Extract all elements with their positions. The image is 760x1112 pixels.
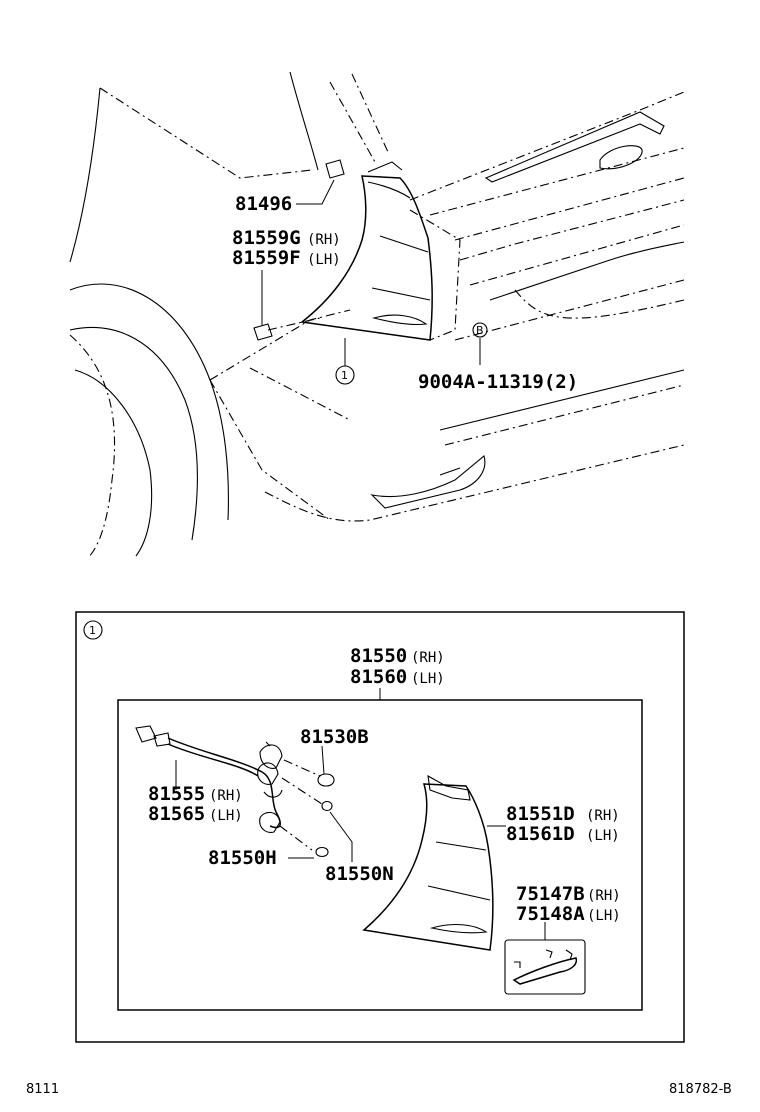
callout-81496: 81496 <box>235 193 292 215</box>
callout-81559g-suffix: (RH) <box>307 232 341 248</box>
callout-81555: 81555 <box>148 783 205 805</box>
callout-81530b: 81530B <box>300 726 369 748</box>
callout-81550-suffix: (RH) <box>411 650 445 666</box>
callout-81561d: 81561D <box>506 823 575 845</box>
callout-75147b-suffix: (RH) <box>587 888 621 904</box>
lens-illustration <box>362 774 494 951</box>
callout-75148a-suffix: (LH) <box>587 908 621 924</box>
callout-81551d: 81551D <box>506 803 575 825</box>
circle-ref-1-text: 1 <box>341 369 348 382</box>
callout-81550: 81550 <box>350 645 407 667</box>
detail-leader-lines <box>175 745 546 940</box>
callout-81559g: 81559G <box>232 227 301 249</box>
detail-frame-outer <box>75 611 685 1043</box>
callout-81559f-suffix: (LH) <box>307 252 341 268</box>
callout-81559f: 81559F <box>232 247 301 269</box>
socket-harness-illustration <box>135 725 335 858</box>
callout-81560: 81560 <box>350 666 407 688</box>
reflector-inset <box>504 939 586 995</box>
callout-75148a: 75148A <box>516 903 585 925</box>
callout-75147b: 75147B <box>516 883 585 905</box>
circle-ref-1-upper: 1 <box>335 365 355 385</box>
circle-ref-b: B <box>472 322 488 338</box>
circle-ref-b-text: B <box>476 324 484 337</box>
callout-81551d-suffix: (RH) <box>586 808 620 824</box>
callout-81565-suffix: (LH) <box>209 808 243 824</box>
footer-left-code: 8111 <box>26 1082 59 1097</box>
detail-marker-1: 1 <box>83 620 103 640</box>
callout-9004a-11319: 9004A-11319(2) <box>418 371 578 393</box>
detail-marker-1-text: 1 <box>89 624 96 637</box>
detail-frame-inner <box>117 699 643 1011</box>
callout-81560-suffix: (LH) <box>411 671 445 687</box>
callout-81550n: 81550N <box>325 863 394 885</box>
callout-81555-suffix: (RH) <box>209 788 243 804</box>
footer-right-code: 818782-B <box>669 1082 732 1097</box>
callout-81565: 81565 <box>148 803 205 825</box>
upper-leader-lines <box>261 179 481 366</box>
callout-81561d-suffix: (LH) <box>586 828 620 844</box>
vehicle-rear-illustration <box>69 71 685 559</box>
callout-81550h: 81550H <box>208 847 277 869</box>
